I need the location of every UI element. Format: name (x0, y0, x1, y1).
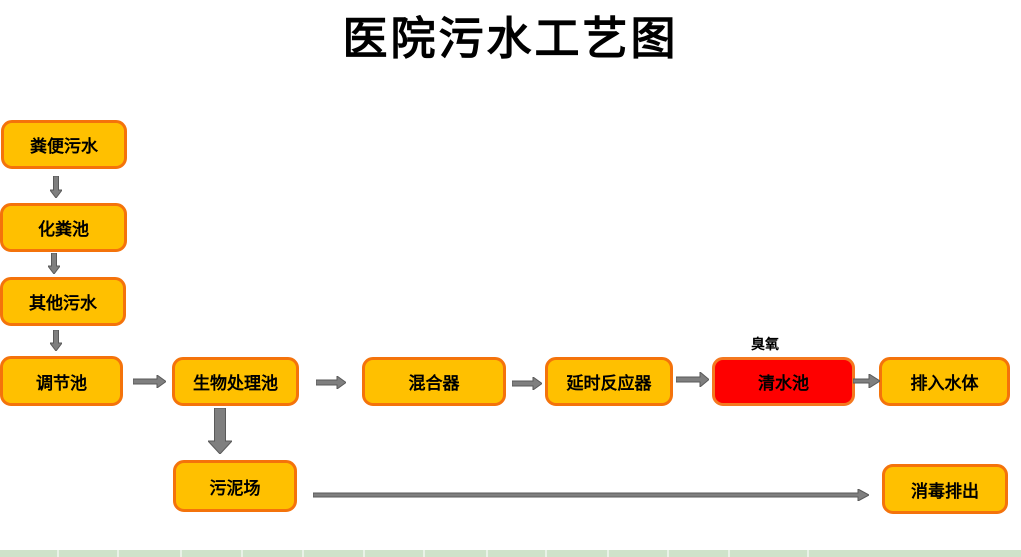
arrow-shape (853, 374, 880, 388)
arrow-clear-water-tank-to-discharge-to-water (853, 374, 880, 388)
node-label: 生物处理池 (193, 374, 278, 393)
node-regulating-tank: 调节池 (0, 356, 123, 406)
diagram-title: 医院污水工艺图 (342, 12, 679, 65)
node-label: 粪便污水 (30, 137, 98, 156)
footer-cell-divider (363, 550, 365, 557)
arrow-sludge-yard-to-disinfect-discharge (313, 489, 869, 501)
arrow-other-sewage-to-regulating-tank (50, 330, 62, 351)
arrow-delay-reactor-to-clear-water-tank (676, 372, 709, 387)
footer-cell-divider (607, 550, 609, 557)
arrow-shape (676, 372, 709, 387)
node-label: 消毒排出 (911, 481, 979, 501)
footer-cell-divider (728, 550, 730, 557)
node-label: 其他污水 (29, 294, 97, 313)
footer-cell-divider (302, 550, 304, 557)
node-label: 调节池 (36, 373, 87, 393)
footer-cell-divider (241, 550, 243, 557)
node-bio-treatment-tank: 生物处理池 (172, 357, 299, 406)
node-label: 延时反应器 (566, 374, 652, 393)
footer-cell-divider (667, 550, 669, 557)
footer-cell-divider (807, 550, 809, 557)
arrow-regulating-tank-to-bio-treatment-tank (133, 375, 166, 388)
node-septic-tank: 化粪池 (0, 203, 127, 252)
node-clear-water-tank: 清水池 (712, 357, 855, 406)
footer-cell-divider (545, 550, 547, 557)
ozone-annotation: 臭氧 (751, 336, 779, 352)
arrow-shape (50, 176, 62, 198)
node-label: 污泥场 (209, 478, 261, 498)
arrow-shape (133, 375, 166, 388)
node-disinfect-discharge: 消毒排出 (882, 464, 1008, 514)
arrow-shape (50, 330, 62, 351)
node-label: 排入水体 (910, 374, 979, 393)
footer-cell-divider (117, 550, 119, 557)
node-sludge-yard: 污泥场 (173, 460, 297, 512)
arrow-bio-treatment-tank-to-sludge-yard (208, 408, 232, 454)
arrow-shape (208, 408, 232, 454)
footer-cell-divider (57, 550, 59, 557)
footer-cell-divider (486, 550, 488, 557)
node-fecal-sewage: 粪便污水 (1, 120, 127, 169)
footer-cell-divider (423, 550, 425, 557)
footer-table-strip (0, 550, 1021, 557)
node-label: 混合器 (408, 374, 460, 393)
node-delay-reactor: 延时反应器 (545, 357, 673, 406)
node-label: 清水池 (758, 374, 809, 393)
arrow-bio-treatment-tank-to-mixer (316, 376, 346, 389)
node-other-sewage: 其他污水 (0, 277, 126, 326)
arrow-shape (48, 253, 60, 274)
arrow-septic-tank-to-other-sewage (48, 253, 60, 274)
footer-cell-divider (180, 550, 182, 557)
node-label: 化粪池 (38, 220, 89, 239)
arrow-fecal-sewage-to-septic-tank (50, 176, 62, 198)
arrow-shape (313, 489, 869, 501)
node-mixer: 混合器 (362, 357, 506, 406)
node-discharge-to-water: 排入水体 (879, 357, 1010, 406)
arrow-shape (316, 376, 346, 389)
arrow-shape (512, 377, 542, 390)
arrow-mixer-to-delay-reactor (512, 377, 542, 390)
